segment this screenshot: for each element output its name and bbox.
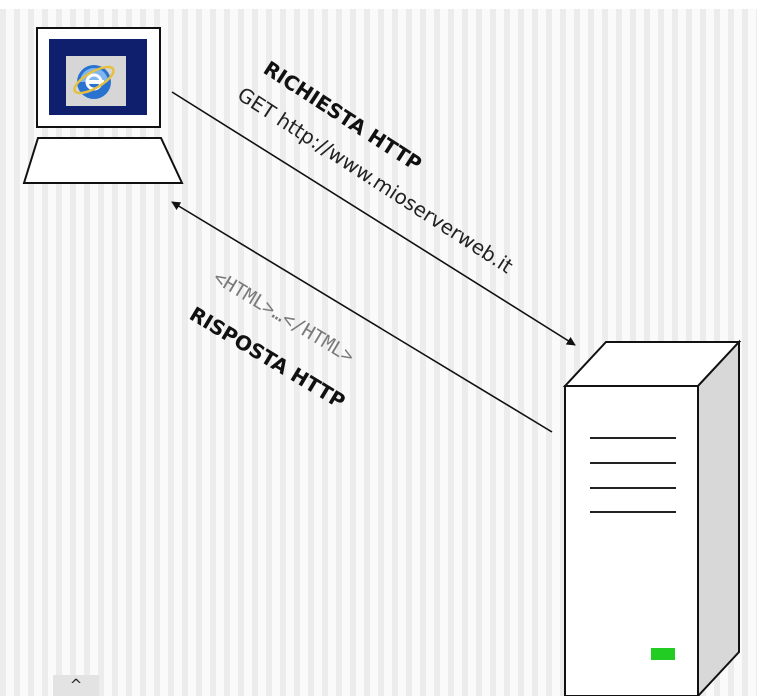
internet-explorer-icon <box>66 56 126 106</box>
response-arrow <box>171 201 553 433</box>
server-tower-icon <box>562 339 742 696</box>
scroll-up-button[interactable]: ^ <box>53 675 99 696</box>
server-front <box>564 385 699 696</box>
server-side <box>697 339 740 696</box>
power-led-icon <box>651 648 675 660</box>
request-arrow <box>171 91 576 346</box>
laptop-base <box>22 137 184 184</box>
top-border <box>0 0 757 9</box>
laptop-icon <box>22 27 184 184</box>
